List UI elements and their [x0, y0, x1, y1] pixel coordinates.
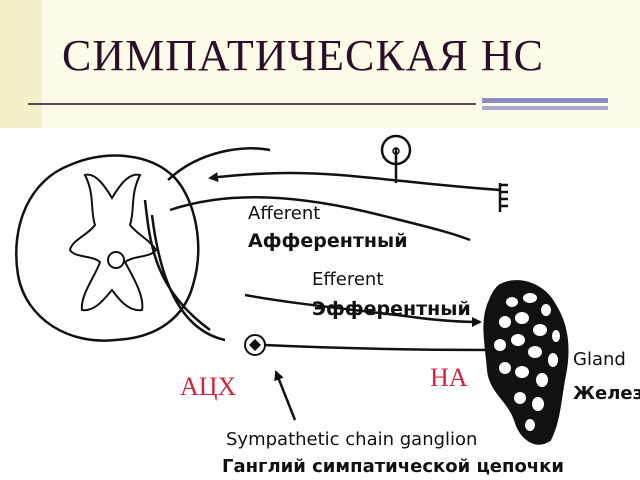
- label-gland-ru: Железа: [573, 383, 640, 404]
- label-ach: АЦХ: [180, 372, 237, 401]
- spinal-cord: [15, 154, 200, 342]
- efferent-fiber: [244, 293, 482, 327]
- title-left-block: [0, 0, 42, 128]
- title-rule-accent-bottom: [482, 106, 608, 110]
- label-efferent-en: Efferent: [312, 269, 383, 290]
- slide-title: СИМПАТИЧЕСКАЯ НС: [62, 31, 544, 80]
- label-afferent-ru: Афферентный: [248, 230, 408, 252]
- label-ganglion-ru: Ганглий симпатической цепочки: [222, 456, 564, 477]
- title-rule: [28, 103, 476, 105]
- nerve-roots: [143, 147, 271, 342]
- label-efferent-ru: Эфферентный: [312, 298, 471, 320]
- gland-icon: [483, 280, 569, 445]
- ganglion-pointer-arrow: [274, 370, 297, 421]
- sympathetic-ganglion: [244, 334, 266, 356]
- label-ganglion-en: Sympathetic chain ganglion: [226, 429, 477, 450]
- label-gland-en: Gland: [573, 349, 626, 370]
- label-na: НА: [430, 363, 468, 392]
- label-afferent-en: Afferent: [248, 203, 320, 224]
- title-rule-accent-top: [482, 98, 608, 103]
- afferent-fiber: [169, 134, 508, 242]
- postganglionic-fiber: [263, 343, 491, 352]
